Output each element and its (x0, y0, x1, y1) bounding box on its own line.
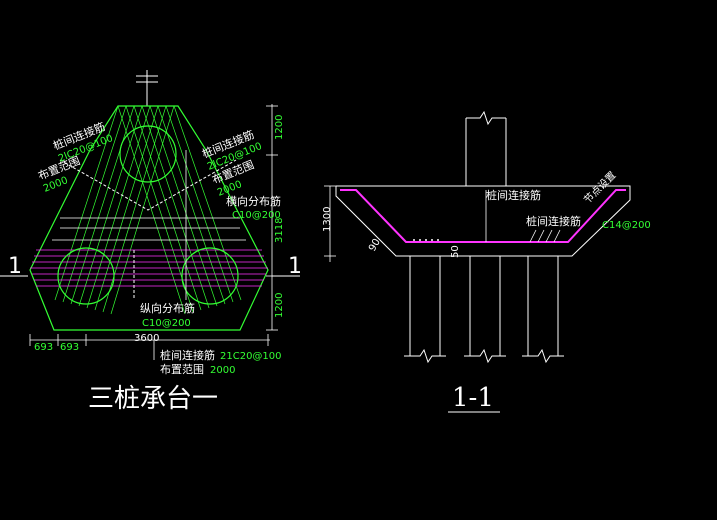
long-rebar-spec: C10@200 (142, 318, 191, 329)
pile-left (57, 247, 115, 305)
dim-bot: 1200 (274, 293, 285, 318)
cap-section-outline (335, 185, 631, 257)
trans-rebar-spec: C10@200 (232, 210, 281, 221)
left-range-note: 布置范围 2000 (36, 153, 82, 195)
section-angle: 90 (367, 237, 383, 254)
trans-rebar-label: 横向分布筋 (226, 194, 281, 208)
pile-link-line (59, 159, 237, 211)
dim-left-a: 693 (34, 342, 53, 353)
plan-title: 三桩承台一 (88, 384, 218, 414)
dim-left-b: 693 (60, 342, 79, 353)
section-mark-right: 1 (288, 254, 302, 279)
section-label-right-a: 节点设置 (582, 169, 619, 206)
section-piles (404, 256, 564, 364)
horizontal-rebar-band (30, 249, 268, 287)
rebar-dots (413, 239, 439, 241)
right-leg-rebar-hatch (117, 105, 242, 315)
dim-mid: 3118 (274, 218, 285, 243)
section-mark-left: 1 (8, 254, 22, 279)
dim-width: 3600 (134, 333, 159, 344)
section-dim-height: 1300 (322, 207, 333, 232)
right-hatch (529, 229, 561, 243)
bottom-link-label: 桩间连接筋 (160, 348, 215, 362)
bottom-link-rebar: 21C20@100 (220, 351, 282, 362)
column-break-mark (466, 110, 506, 126)
bottom-range-label: 布置范围 (160, 362, 204, 376)
section-dim-small: 50 (450, 245, 461, 258)
section-label-right-b: C14@200 (602, 220, 651, 231)
long-rebar-label: 纵向分布筋 (140, 301, 195, 315)
section-label-mid: 桩间连接筋 (526, 214, 581, 228)
dim-top: 1200 (274, 115, 285, 140)
section-title: 1-1 (452, 383, 494, 413)
pile-right (181, 247, 239, 305)
pile-cap-plan: 1 1 1200 3118 1200 693 693 3600 桩间连接筋 2l… (0, 70, 302, 414)
cap-outline (29, 105, 269, 331)
section-label-top: 桩间连接筋 (486, 188, 541, 202)
section-main-rebar (340, 189, 626, 243)
pile-top (119, 125, 177, 183)
bottom-range-value: 2000 (210, 365, 235, 376)
pile-cap-section: 1300 90 50 桩间连接筋 桩间连接筋 节点设置 C14@200 1-1 (322, 110, 651, 413)
